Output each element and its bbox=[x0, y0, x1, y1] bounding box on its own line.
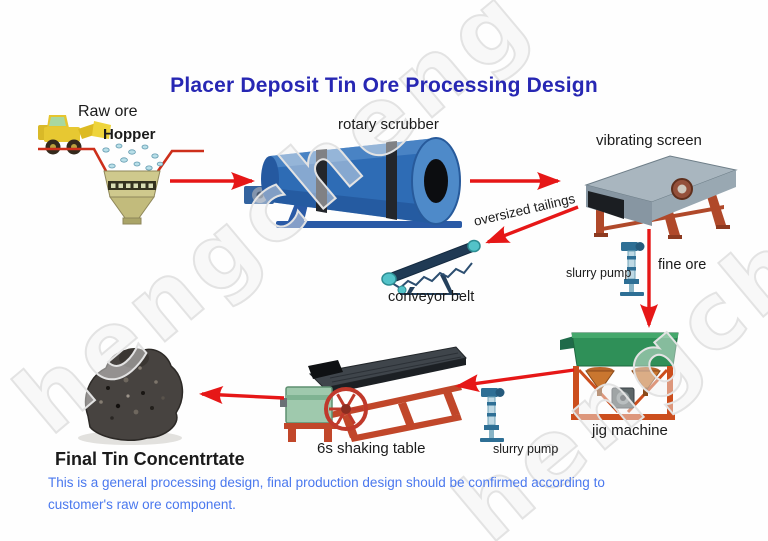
slurry-pump-illustration-top bbox=[618, 240, 648, 298]
shaking-table-icon bbox=[280, 346, 467, 442]
conveyor-belt-icon bbox=[381, 239, 481, 296]
rotary-scrubber-label: rotary scrubber bbox=[338, 116, 439, 133]
slurry-pump-icon bbox=[620, 242, 645, 296]
hopper-plate-band bbox=[108, 181, 156, 190]
hopper-icon bbox=[38, 143, 204, 225]
rotary-scrubber-icon bbox=[244, 137, 462, 228]
slurry-pump-bottom-label: slurry pump bbox=[493, 442, 559, 456]
raw-ore-label: Raw ore bbox=[78, 103, 138, 120]
final-tin-concentrate-label: Final Tin Concentrtate bbox=[55, 449, 245, 469]
arrow-table-to-concentrate bbox=[199, 386, 285, 405]
footer-note-line1: This is a general processing design, fin… bbox=[48, 475, 605, 490]
arrow-jig-to-table bbox=[455, 368, 575, 393]
slurry-pump-illustration-bottom bbox=[478, 386, 508, 444]
footer-note-line2: customer's raw ore component. bbox=[48, 497, 236, 512]
fine-ore-label: fine ore bbox=[658, 257, 707, 273]
jig-machine-illustration bbox=[560, 328, 686, 423]
jig-machine-icon bbox=[560, 332, 679, 420]
hopper-label: Hopper bbox=[103, 126, 156, 143]
vibrating-screen-illustration bbox=[578, 147, 748, 242]
vibrating-screen-label: vibrating screen bbox=[596, 132, 702, 149]
tin-concentrate-icon bbox=[78, 348, 184, 445]
jig-machine-label: jig machine bbox=[592, 422, 668, 439]
conveyor-belt-label: conveyor belt bbox=[388, 289, 475, 305]
rotary-scrubber-illustration bbox=[240, 128, 488, 236]
shaking-table-illustration bbox=[280, 332, 470, 444]
tin-concentrate-illustration bbox=[68, 338, 193, 448]
shaking-table-label: 6s shaking table bbox=[317, 440, 426, 457]
hopper-illustration bbox=[36, 140, 206, 255]
slurry-pump-icon bbox=[480, 388, 505, 442]
vibrating-screen-icon bbox=[584, 155, 738, 239]
conveyor-belt-illustration bbox=[380, 233, 488, 296]
page-title: Placer Deposit Tin Ore Processing Design bbox=[170, 74, 598, 97]
slurry-pump-top-label: slurry pump bbox=[566, 266, 632, 280]
